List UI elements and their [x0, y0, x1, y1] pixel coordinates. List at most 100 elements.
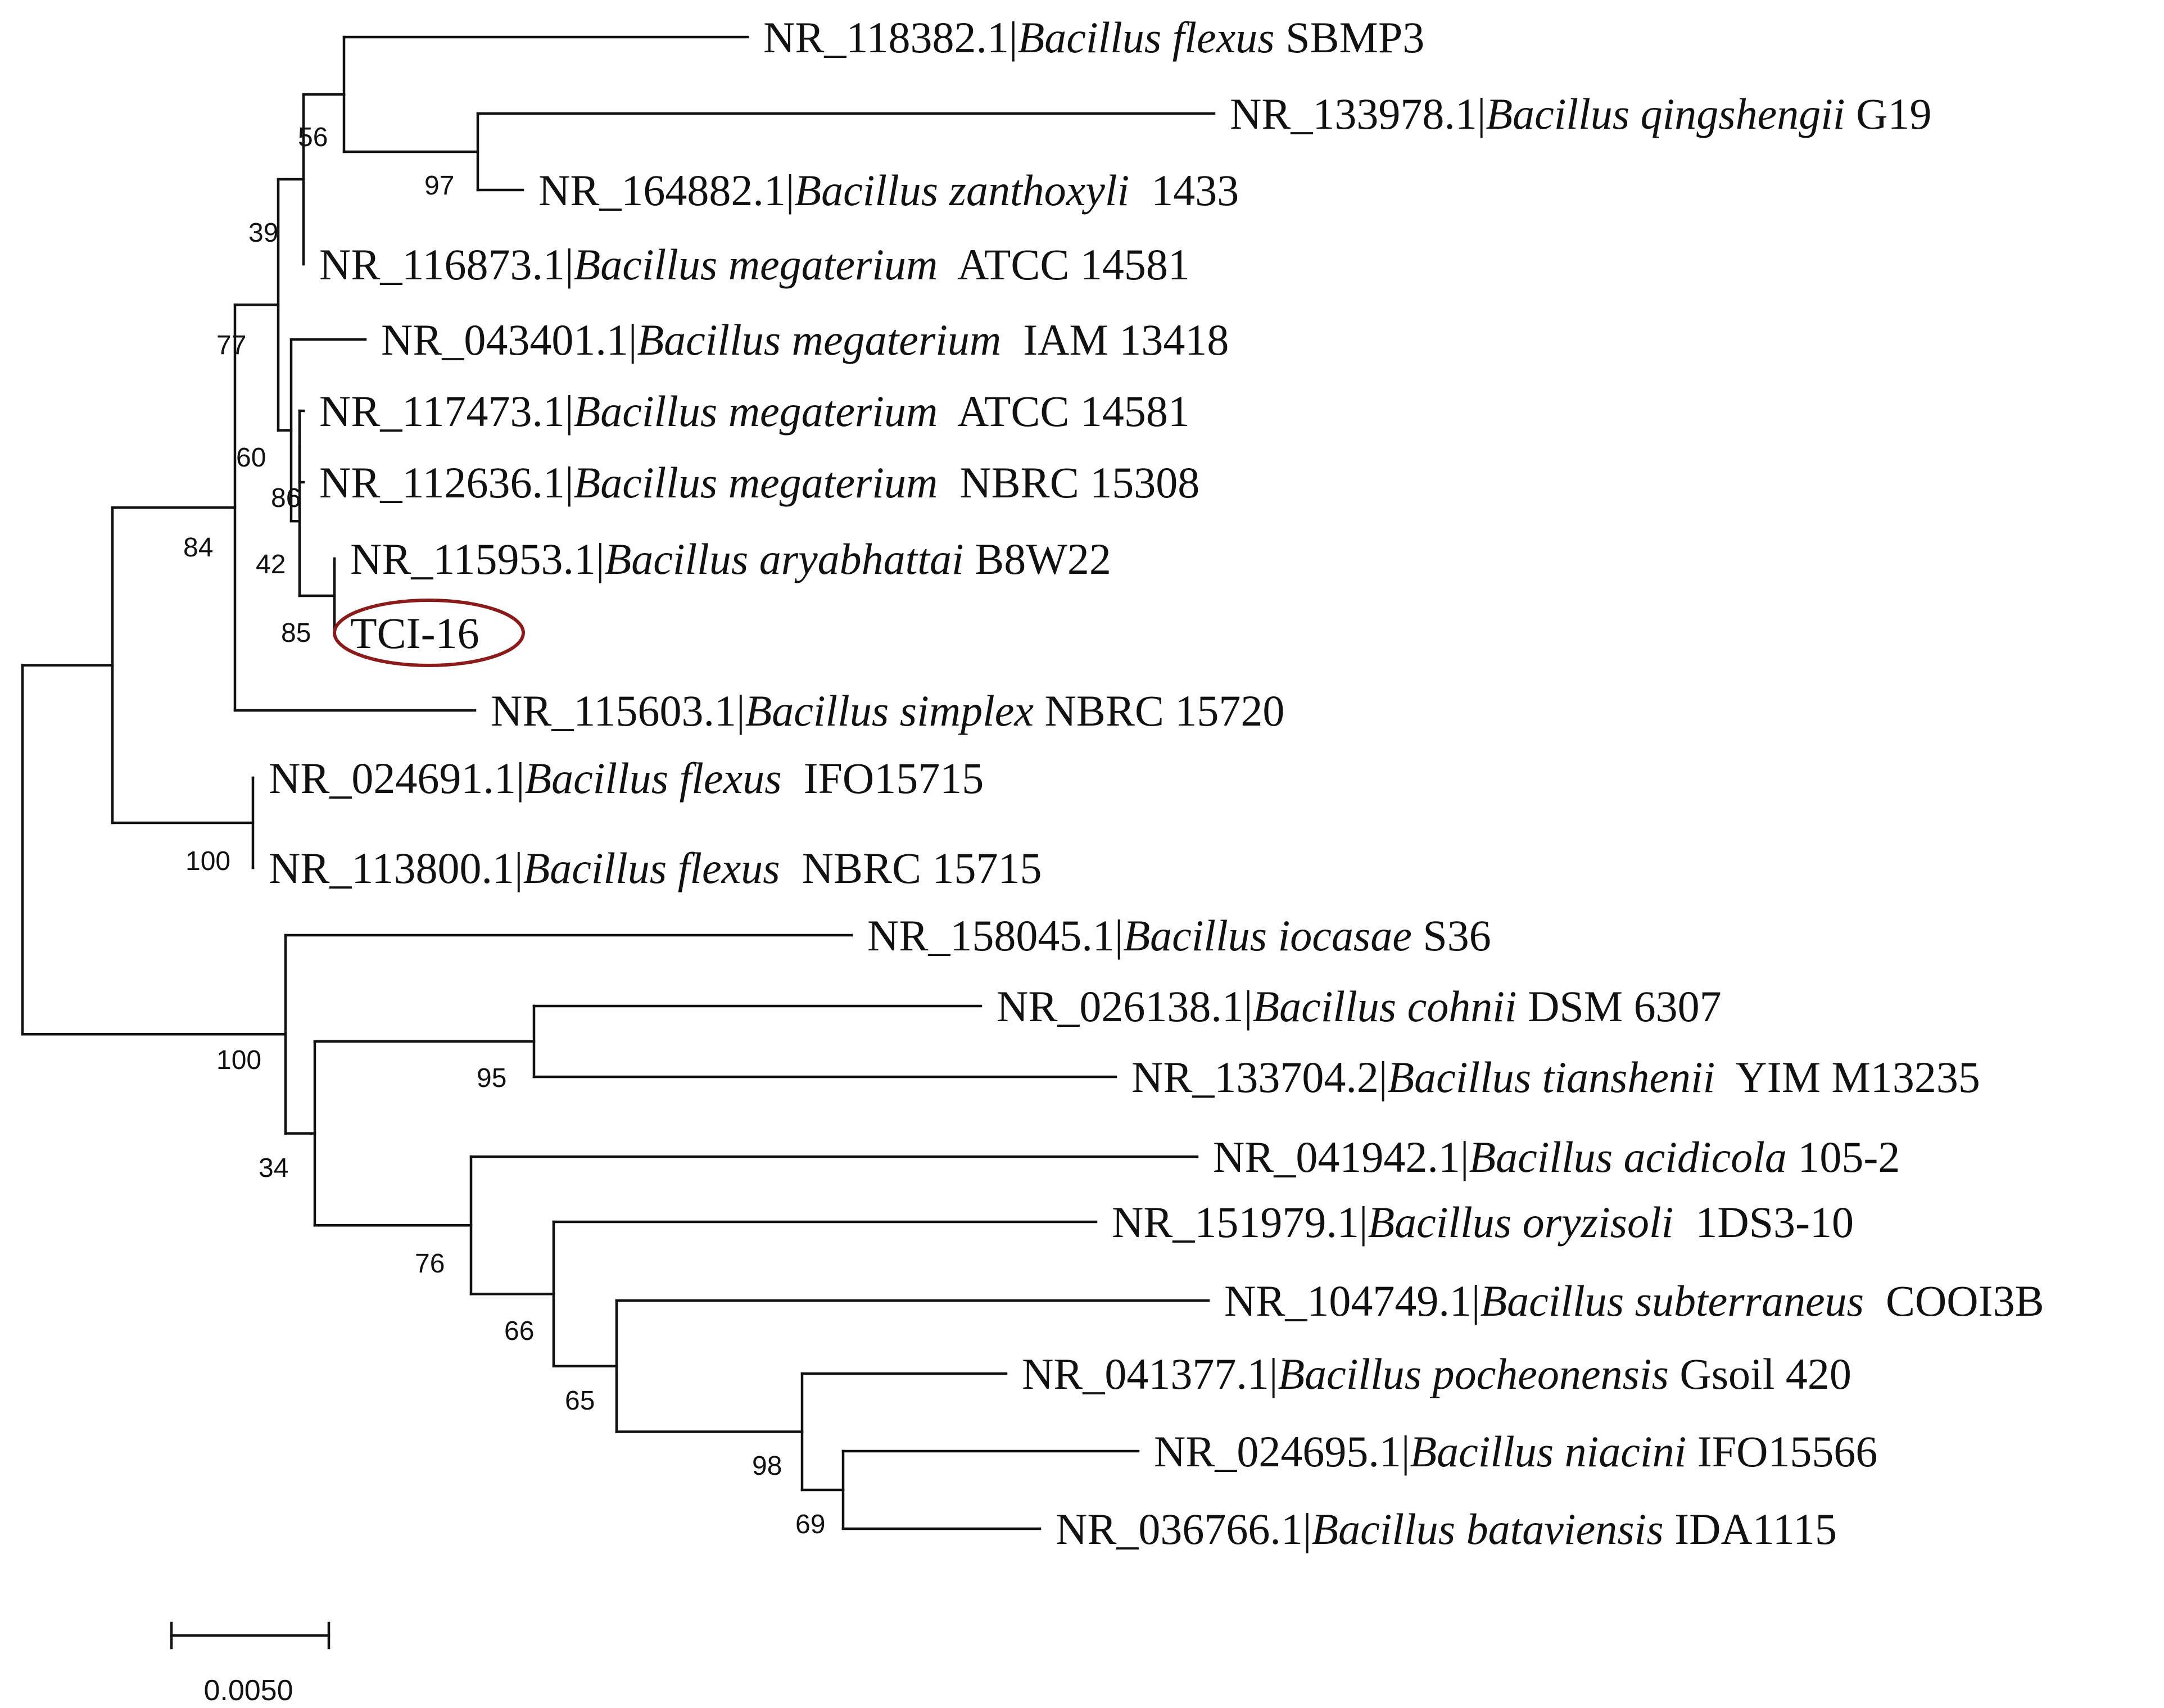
- leaf-strain: IDA1115: [1664, 1505, 1837, 1553]
- leaf-label-l5: NR_043401.1|Bacillus megaterium IAM 1341…: [381, 315, 1229, 364]
- leaf-species: Bacillus oryzisoli: [1368, 1198, 1673, 1247]
- bootstrap-value: 42: [256, 550, 286, 579]
- leaf-label-l7: NR_112636.1|Bacillus megaterium NBRC 153…: [319, 458, 1199, 507]
- leaf-species: Bacillus pocheonensis: [1278, 1349, 1668, 1398]
- leaf-strain: 1DS3-10: [1673, 1198, 1854, 1247]
- leaf-strain: ATCC 14581: [938, 387, 1190, 436]
- leaf-strain: DSM 6307: [1517, 982, 1722, 1031]
- leaf-label-l18: NR_104749.1|Bacillus subterraneus COOI3B: [1224, 1276, 2044, 1325]
- tree-branches: [21, 35, 1216, 1530]
- leaf-strain: SBMP3: [1275, 13, 1425, 62]
- leaf-label-l16: NR_041942.1|Bacillus acidicola 105-2: [1213, 1132, 1900, 1181]
- leaf-accession: NR_024695.1|: [1154, 1427, 1410, 1476]
- bootstrap-value: 56: [298, 123, 328, 152]
- leaf-accession: NR_151979.1|: [1112, 1198, 1368, 1247]
- leaf-label-l13: NR_158045.1|Bacillus iocasae S36: [867, 911, 1491, 960]
- leaf-strain: COOI3B: [1864, 1276, 2044, 1325]
- leaf-label-l9: TCI-16: [350, 609, 479, 658]
- bootstrap-value: 69: [795, 1510, 825, 1539]
- leaf-strain: NBRC 15715: [780, 844, 1042, 892]
- leaf-species: Bacillus flexus: [523, 844, 780, 892]
- leaf-accession: NR_158045.1|: [867, 911, 1123, 960]
- leaf-label-l14: NR_026138.1|Bacillus cohnii DSM 6307: [997, 982, 1722, 1031]
- leaf-accession: TCI-16: [350, 609, 479, 658]
- leaf-label-l15: NR_133704.2|Bacillus tianshenii YIM M132…: [1131, 1053, 1980, 1102]
- bootstrap-value: 100: [185, 846, 230, 876]
- leaf-species: Bacillus flexus: [524, 754, 781, 803]
- scale-bar-label: 0.0050: [203, 1674, 293, 1707]
- leaf-strain: NBRC 15720: [1034, 686, 1284, 735]
- leaf-label-l4: NR_116873.1|Bacillus megaterium ATCC 145…: [319, 240, 1190, 289]
- leaf-species: Bacillus iocasae: [1123, 911, 1411, 960]
- leaf-label-l20: NR_024695.1|Bacillus niacini IFO15566: [1154, 1427, 1877, 1476]
- leaf-label-l8: NR_115953.1|Bacillus aryabhattai B8W22: [350, 534, 1111, 583]
- highlight-ellipse: [333, 599, 525, 667]
- bootstrap-value: 65: [565, 1386, 595, 1416]
- leaf-label-l3: NR_164882.1|Bacillus zanthoxyli 1433: [538, 166, 1239, 215]
- leaf-species: Bacillus bataviensis: [1311, 1505, 1663, 1553]
- bootstrap-value: 66: [504, 1316, 534, 1346]
- leaf-label-l6: NR_117473.1|Bacillus megaterium ATCC 145…: [319, 387, 1190, 436]
- leaf-accession: NR_133978.1|: [1230, 89, 1486, 138]
- leaf-species: Bacillus flexus: [1018, 13, 1275, 62]
- leaf-species: Bacillus acidicola: [1469, 1132, 1786, 1181]
- leaf-strain: G19: [1845, 89, 1932, 138]
- leaf-species: Bacillus megaterium: [574, 240, 938, 289]
- leaf-species: Bacillus niacini: [1410, 1427, 1686, 1476]
- bootstrap-value: 98: [752, 1451, 782, 1481]
- leaf-species: Bacillus tianshenii: [1387, 1053, 1715, 1102]
- bootstrap-value: 76: [415, 1249, 445, 1279]
- leaf-accession: NR_133704.2|: [1131, 1053, 1387, 1102]
- bootstrap-value: 34: [259, 1153, 288, 1183]
- bootstrap-value: 60: [236, 443, 266, 473]
- bootstrap-value: 39: [248, 218, 278, 248]
- leaf-species: Bacillus megaterium: [637, 315, 1001, 364]
- leaf-accession: NR_104749.1|: [1224, 1276, 1480, 1325]
- leaf-strain: IAM 13418: [1001, 315, 1229, 364]
- leaf-species: Bacillus aryabhattai: [605, 534, 964, 583]
- leaf-label-l2: NR_133978.1|Bacillus qingshengii G19: [1230, 89, 1931, 138]
- bootstrap-value: 77: [216, 330, 246, 360]
- leaf-species: Bacillus qingshengii: [1486, 89, 1845, 138]
- leaf-strain: 105-2: [1787, 1132, 1900, 1181]
- leaf-label-l10: NR_115603.1|Bacillus simplex NBRC 15720: [491, 686, 1284, 735]
- leaf-strain: ATCC 14581: [938, 240, 1190, 289]
- leaf-accession: NR_116873.1|: [319, 240, 574, 289]
- leaf-labels: NR_118382.1|Bacillus flexus SBMP3NR_1339…: [269, 13, 2044, 1553]
- bootstrap-value: 95: [477, 1063, 506, 1093]
- leaf-label-l11: NR_024691.1|Bacillus flexus IFO15715: [269, 754, 984, 803]
- bootstrap-value: 97: [424, 171, 454, 201]
- leaf-accession: NR_164882.1|: [538, 166, 794, 215]
- leaf-accession: NR_115953.1|: [350, 534, 605, 583]
- leaf-strain: S36: [1412, 911, 1491, 960]
- leaf-species: Bacillus cohnii: [1252, 982, 1516, 1031]
- leaf-label-l1: NR_118382.1|Bacillus flexus SBMP3: [763, 13, 1424, 62]
- leaf-strain: NBRC 15308: [938, 458, 1199, 507]
- leaf-strain: IFO15715: [782, 754, 984, 803]
- scale-bar: 0.0050: [170, 1621, 331, 1707]
- leaf-strain: B8W22: [964, 534, 1111, 583]
- bootstrap-value: 84: [183, 533, 213, 563]
- leaf-species: Bacillus megaterium: [574, 458, 938, 507]
- leaf-species: Bacillus simplex: [745, 686, 1034, 735]
- leaf-accession: NR_115603.1|: [491, 686, 745, 735]
- leaf-strain: 1433: [1129, 166, 1239, 215]
- leaf-accession: NR_118382.1|: [763, 13, 1018, 62]
- bootstrap-value: 86: [271, 483, 301, 513]
- leaf-accession: NR_041942.1|: [1213, 1132, 1469, 1181]
- leaf-species: Bacillus subterraneus: [1480, 1276, 1863, 1325]
- leaf-accession: NR_024691.1|: [269, 754, 524, 803]
- leaf-strain: Gsoil 420: [1669, 1349, 1851, 1398]
- leaf-accession: NR_113800.1|: [269, 844, 523, 892]
- leaf-accession: NR_026138.1|: [997, 982, 1252, 1031]
- leaf-species: Bacillus megaterium: [574, 387, 938, 436]
- leaf-species: Bacillus zanthoxyli: [794, 166, 1129, 215]
- leaf-label-l12: NR_113800.1|Bacillus flexus NBRC 15715: [269, 844, 1042, 892]
- bootstrap-value: 100: [216, 1045, 261, 1075]
- leaf-accession: NR_043401.1|: [381, 315, 637, 364]
- leaf-strain: YIM M13235: [1715, 1053, 1980, 1102]
- leaf-accession: NR_036766.1|: [1056, 1505, 1311, 1553]
- leaf-accession: NR_117473.1|: [319, 387, 574, 436]
